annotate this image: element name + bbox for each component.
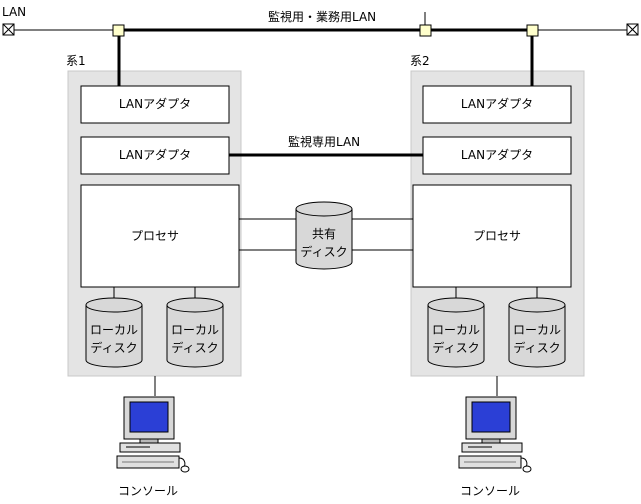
system2-local-disk-1-label-1: ローカル: [432, 323, 480, 337]
system2-local-disk-2: [508, 297, 566, 368]
system1-label: 系1: [66, 54, 86, 68]
lan-connector-system2: [526, 24, 539, 37]
system1-local-disk-1: [85, 297, 143, 368]
system1-processor: [80, 184, 240, 288]
system2-processor: [412, 184, 572, 288]
lan-terminator-left: [2, 23, 15, 36]
system1-lan-adapter-bottom: [80, 136, 230, 175]
system1-lan-adapter-top-label: LANアダプタ: [119, 96, 191, 111]
system2-local-disk-1: [427, 297, 485, 368]
system1-lan-adapter-bottom-label: LANアダプタ: [119, 147, 191, 162]
lan-connector-system1: [112, 24, 125, 37]
system1-console-label: コンソール: [118, 484, 178, 498]
monitor-only-lan-label: 監視専用LAN: [288, 134, 360, 149]
lan-terminator-right: [626, 23, 639, 36]
system1-local-disk-2: [166, 297, 224, 368]
system2-local-disk-1-label-2: ディスク: [432, 340, 479, 355]
system2-label: 系2: [410, 54, 430, 68]
system2-console-label: コンソール: [460, 484, 520, 498]
shared-disk: [295, 201, 353, 270]
system2-lan-adapter-bottom: [422, 136, 572, 175]
system1-local-disk-2-label-2: ディスク: [171, 340, 218, 355]
lan-connector-center: [419, 24, 432, 37]
system2-processor-label: プロセサ: [473, 229, 521, 243]
shared-disk-label-1: 共有: [312, 227, 336, 241]
system2-lan-adapter-top: [422, 85, 572, 124]
system2-lan-adapter-top-label: LANアダプタ: [461, 96, 533, 111]
system2-local-disk-2-label-1: ローカル: [513, 323, 561, 337]
system2-console-computer-icon: [458, 396, 532, 473]
monitor-business-lan-label: 監視用・業務用LAN: [268, 9, 376, 24]
system1-local-disk-2-label-1: ローカル: [171, 323, 219, 337]
system1-local-disk-1-label-1: ローカル: [90, 323, 138, 337]
system1-console-computer-icon: [116, 396, 190, 473]
system1-processor-label: プロセサ: [131, 229, 179, 243]
shared-disk-label-2: ディスク: [300, 244, 347, 259]
system2-lan-adapter-bottom-label: LANアダプタ: [461, 147, 533, 162]
system1-lan-adapter-top: [80, 85, 230, 124]
system2-local-disk-2-label-2: ディスク: [513, 340, 560, 355]
system1-local-disk-1-label-2: ディスク: [90, 340, 137, 355]
lan-label: LAN: [2, 5, 26, 19]
